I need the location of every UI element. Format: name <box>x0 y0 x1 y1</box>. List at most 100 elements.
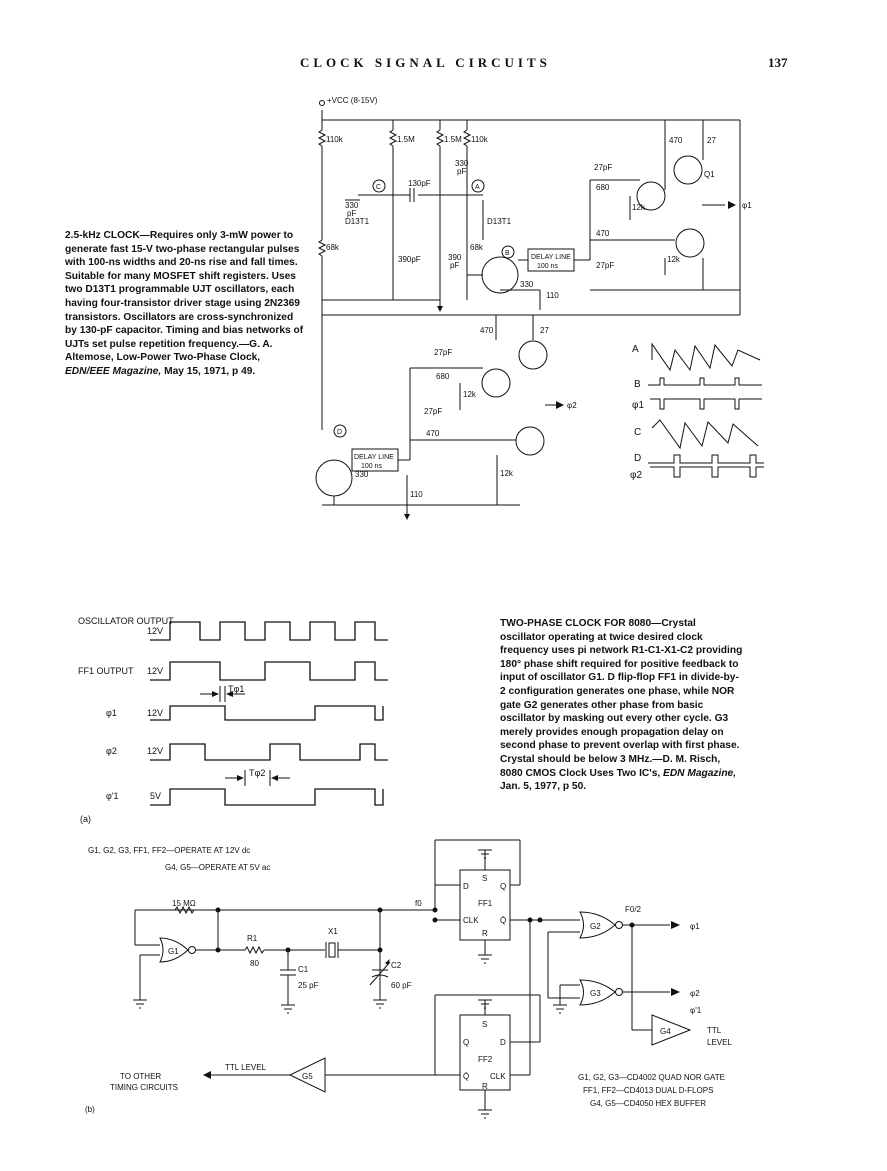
level-label: LEVEL <box>707 1038 732 1047</box>
ff2-d-label: D <box>500 1038 506 1047</box>
phi2-level: 12V <box>147 746 163 756</box>
r27-b-label: 27 <box>540 326 549 335</box>
g5-label: G5 <box>302 1072 313 1081</box>
ff2-s-label: S <box>482 1020 487 1029</box>
osc-output-label: OSCILLATOR OUTPUT <box>78 616 174 626</box>
c390-a-label: 390pF <box>398 255 421 264</box>
caption-source-2: EDN Magazine, <box>663 767 737 779</box>
caption-tail-2: Jan. 5, 1977, p 50. <box>500 781 587 793</box>
c27pf-a-label: 27pF <box>594 163 612 172</box>
phi2-row-label: φ2 <box>106 746 117 756</box>
wave-d-label: D <box>634 453 641 464</box>
phi1p-row-label: φ'1 <box>106 791 119 801</box>
t-phi1-label: Tφ1 <box>228 684 244 694</box>
r27-a-label: 27 <box>707 136 716 145</box>
operate2-label: G4, G5—OPERATE AT 5V ac <box>165 863 270 872</box>
ff1-d-label: D <box>463 882 469 891</box>
ff2-qbar-label: Q̄ <box>463 1072 469 1081</box>
r470-d-label: 470 <box>426 429 440 438</box>
wave-phi2-label: φ2 <box>630 470 642 481</box>
ff1-clk-label: CLK <box>463 916 479 925</box>
f0-label: f0 <box>415 899 422 908</box>
r470-b-label: 470 <box>596 229 610 238</box>
r110k-a-label: 110k <box>326 135 344 144</box>
osc-level: 12V <box>147 626 163 636</box>
timing-circuits-label: TIMING CIRCUITS <box>110 1083 178 1092</box>
r1-val-label: 80 <box>250 959 259 968</box>
phi1-row-label: φ1 <box>106 708 117 718</box>
caption-body: —Requires only 3-mW power to generate fa… <box>65 230 304 364</box>
r12k-a-label: 12k <box>632 203 646 212</box>
r330-b-label: 330 <box>355 470 369 479</box>
c27pf-d-label: 27pF <box>424 407 442 416</box>
pf-c-label: pF <box>450 261 459 270</box>
running-title: CLOCK SIGNAL CIRCUITS <box>300 55 551 70</box>
r470-c-label: 470 <box>480 326 494 335</box>
bottom-schematic: G1, G2, G3, FF1, FF2—OPERATE AT 12V dc G… <box>85 839 732 1119</box>
legend2-label: FF1, FF2—CD4013 DUAL D-FLOPS <box>583 1086 713 1095</box>
c130-label: 130pF <box>408 179 431 188</box>
q1-label: Q1 <box>704 170 715 179</box>
c390-b-label: 390 <box>448 253 462 262</box>
g3-label: G3 <box>590 989 601 998</box>
timing-diagram: OSCILLATOR OUTPUT 12V FF1 OUTPUT 12V Tφ1… <box>78 616 388 824</box>
ff1-output-label: FF1 OUTPUT <box>78 666 134 676</box>
g2-label: G2 <box>590 922 601 931</box>
to-other-label: TO OTHER <box>120 1072 161 1081</box>
ttl-level-label: TTL LEVEL <box>225 1063 267 1072</box>
c27pf-c-label: 27pF <box>434 348 452 357</box>
ff1-label: FF1 <box>478 899 493 908</box>
wave-a-label: A <box>632 344 639 355</box>
t-phi2-label: Tφ2 <box>249 768 265 778</box>
c330-b-label: 330 <box>455 159 469 168</box>
r330-a-label: 330 <box>520 280 534 289</box>
c330-a-label: 330 <box>345 201 359 210</box>
part-b-label: (b) <box>85 1105 95 1114</box>
wave-c-label: C <box>634 427 641 438</box>
r1-label: R1 <box>247 934 258 943</box>
c1-val-label: 25 pF <box>298 981 319 990</box>
phi2-out-label: φ2 <box>567 401 577 410</box>
d13t1-a-label: D13T1 <box>345 217 370 226</box>
phi1-out-label: φ1 <box>742 201 752 210</box>
phi1p-level: 5V <box>150 791 161 801</box>
r110-b-label: 110 <box>410 490 423 499</box>
g4-label: G4 <box>660 1027 671 1036</box>
r470-a-label: 470 <box>669 136 683 145</box>
page-header: CLOCK SIGNAL CIRCUITS 137 <box>0 55 887 75</box>
r110-a-label: 110 <box>546 291 559 300</box>
top-caption: 2.5-kHz CLOCK—Requires only 3-mW power t… <box>65 229 307 379</box>
ff2-r-label: R <box>482 1082 488 1091</box>
c1-label: C1 <box>298 965 309 974</box>
delay-ns-2-label: 100 ns <box>361 463 383 470</box>
wave-phi1-label: φ1 <box>632 400 644 411</box>
delay-ns-label: 100 ns <box>537 263 559 270</box>
r12k-d-label: 12k <box>500 469 514 478</box>
r68k-a-label: 68k <box>326 243 340 252</box>
caption-source: EDN/EEE Magazine, <box>65 365 162 377</box>
legend3-label: G4, G5—CD4050 HEX BUFFER <box>590 1099 706 1108</box>
g1-label: G1 <box>168 947 179 956</box>
ff2-q-label: Q <box>463 1038 469 1047</box>
r680-b-label: 680 <box>436 372 450 381</box>
r15m-b-label: 1.5M <box>444 135 462 144</box>
delay-line-label: DELAY LINE <box>531 254 571 261</box>
ff2-clk-label: CLK <box>490 1072 506 1081</box>
r12k-b-label: 12k <box>667 255 681 264</box>
operate1-label: G1, G2, G3, FF1, FF2—OPERATE AT 12V dc <box>88 846 250 855</box>
c2-val-label: 60 pF <box>391 981 412 990</box>
c2-label: C2 <box>391 961 402 970</box>
ff1-r-label: R <box>482 929 488 938</box>
ff1-q-label: Q <box>500 882 506 891</box>
ff1-s-label: S <box>482 874 487 883</box>
part-a-label: (a) <box>80 814 91 824</box>
r110k-b-label: 110k <box>471 135 489 144</box>
c27pf-b-label: 27pF <box>596 261 614 270</box>
vcc-label: +VCC (8-15V) <box>327 96 378 105</box>
caption-tail: May 15, 1971, p 49. <box>161 365 256 377</box>
legend1-label: G1, G2, G3—CD4002 QUAD NOR GATE <box>578 1073 725 1082</box>
caption-title: 2.5-kHz CLOCK <box>65 230 140 241</box>
ff1-qbar-label: Q̄ <box>500 916 506 925</box>
node-b-label: B <box>505 250 510 257</box>
phi1-level: 12V <box>147 708 163 718</box>
